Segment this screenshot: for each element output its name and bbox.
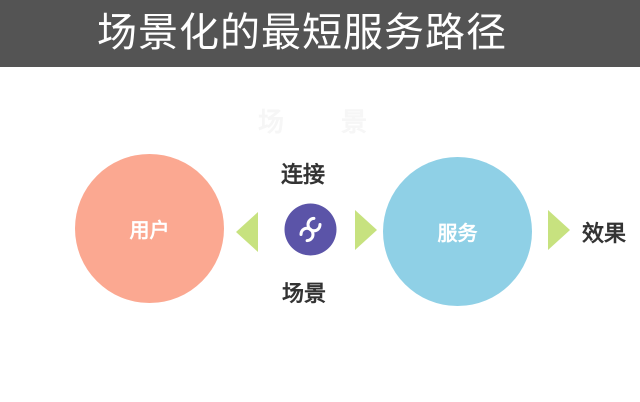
faint-scene-text: 场 景: [258, 108, 392, 138]
connect-label: 连接: [281, 163, 326, 188]
scene-label: 场景: [282, 282, 327, 307]
user-circle: 用户: [75, 154, 224, 303]
service-label: 服务: [437, 221, 478, 245]
effect-label: 效果: [582, 222, 627, 247]
user-label: 用户: [129, 218, 170, 242]
page-title: 场景化的最短服务路径: [97, 10, 507, 56]
mini-program-icon: [284, 203, 337, 256]
header-bar: 场景化的最短服务路径: [0, 0, 640, 67]
service-circle: 服务: [383, 157, 532, 306]
right-arrow-icon-2: [548, 210, 570, 250]
right-arrow-icon: [355, 210, 377, 250]
left-arrow-icon: [236, 212, 258, 252]
